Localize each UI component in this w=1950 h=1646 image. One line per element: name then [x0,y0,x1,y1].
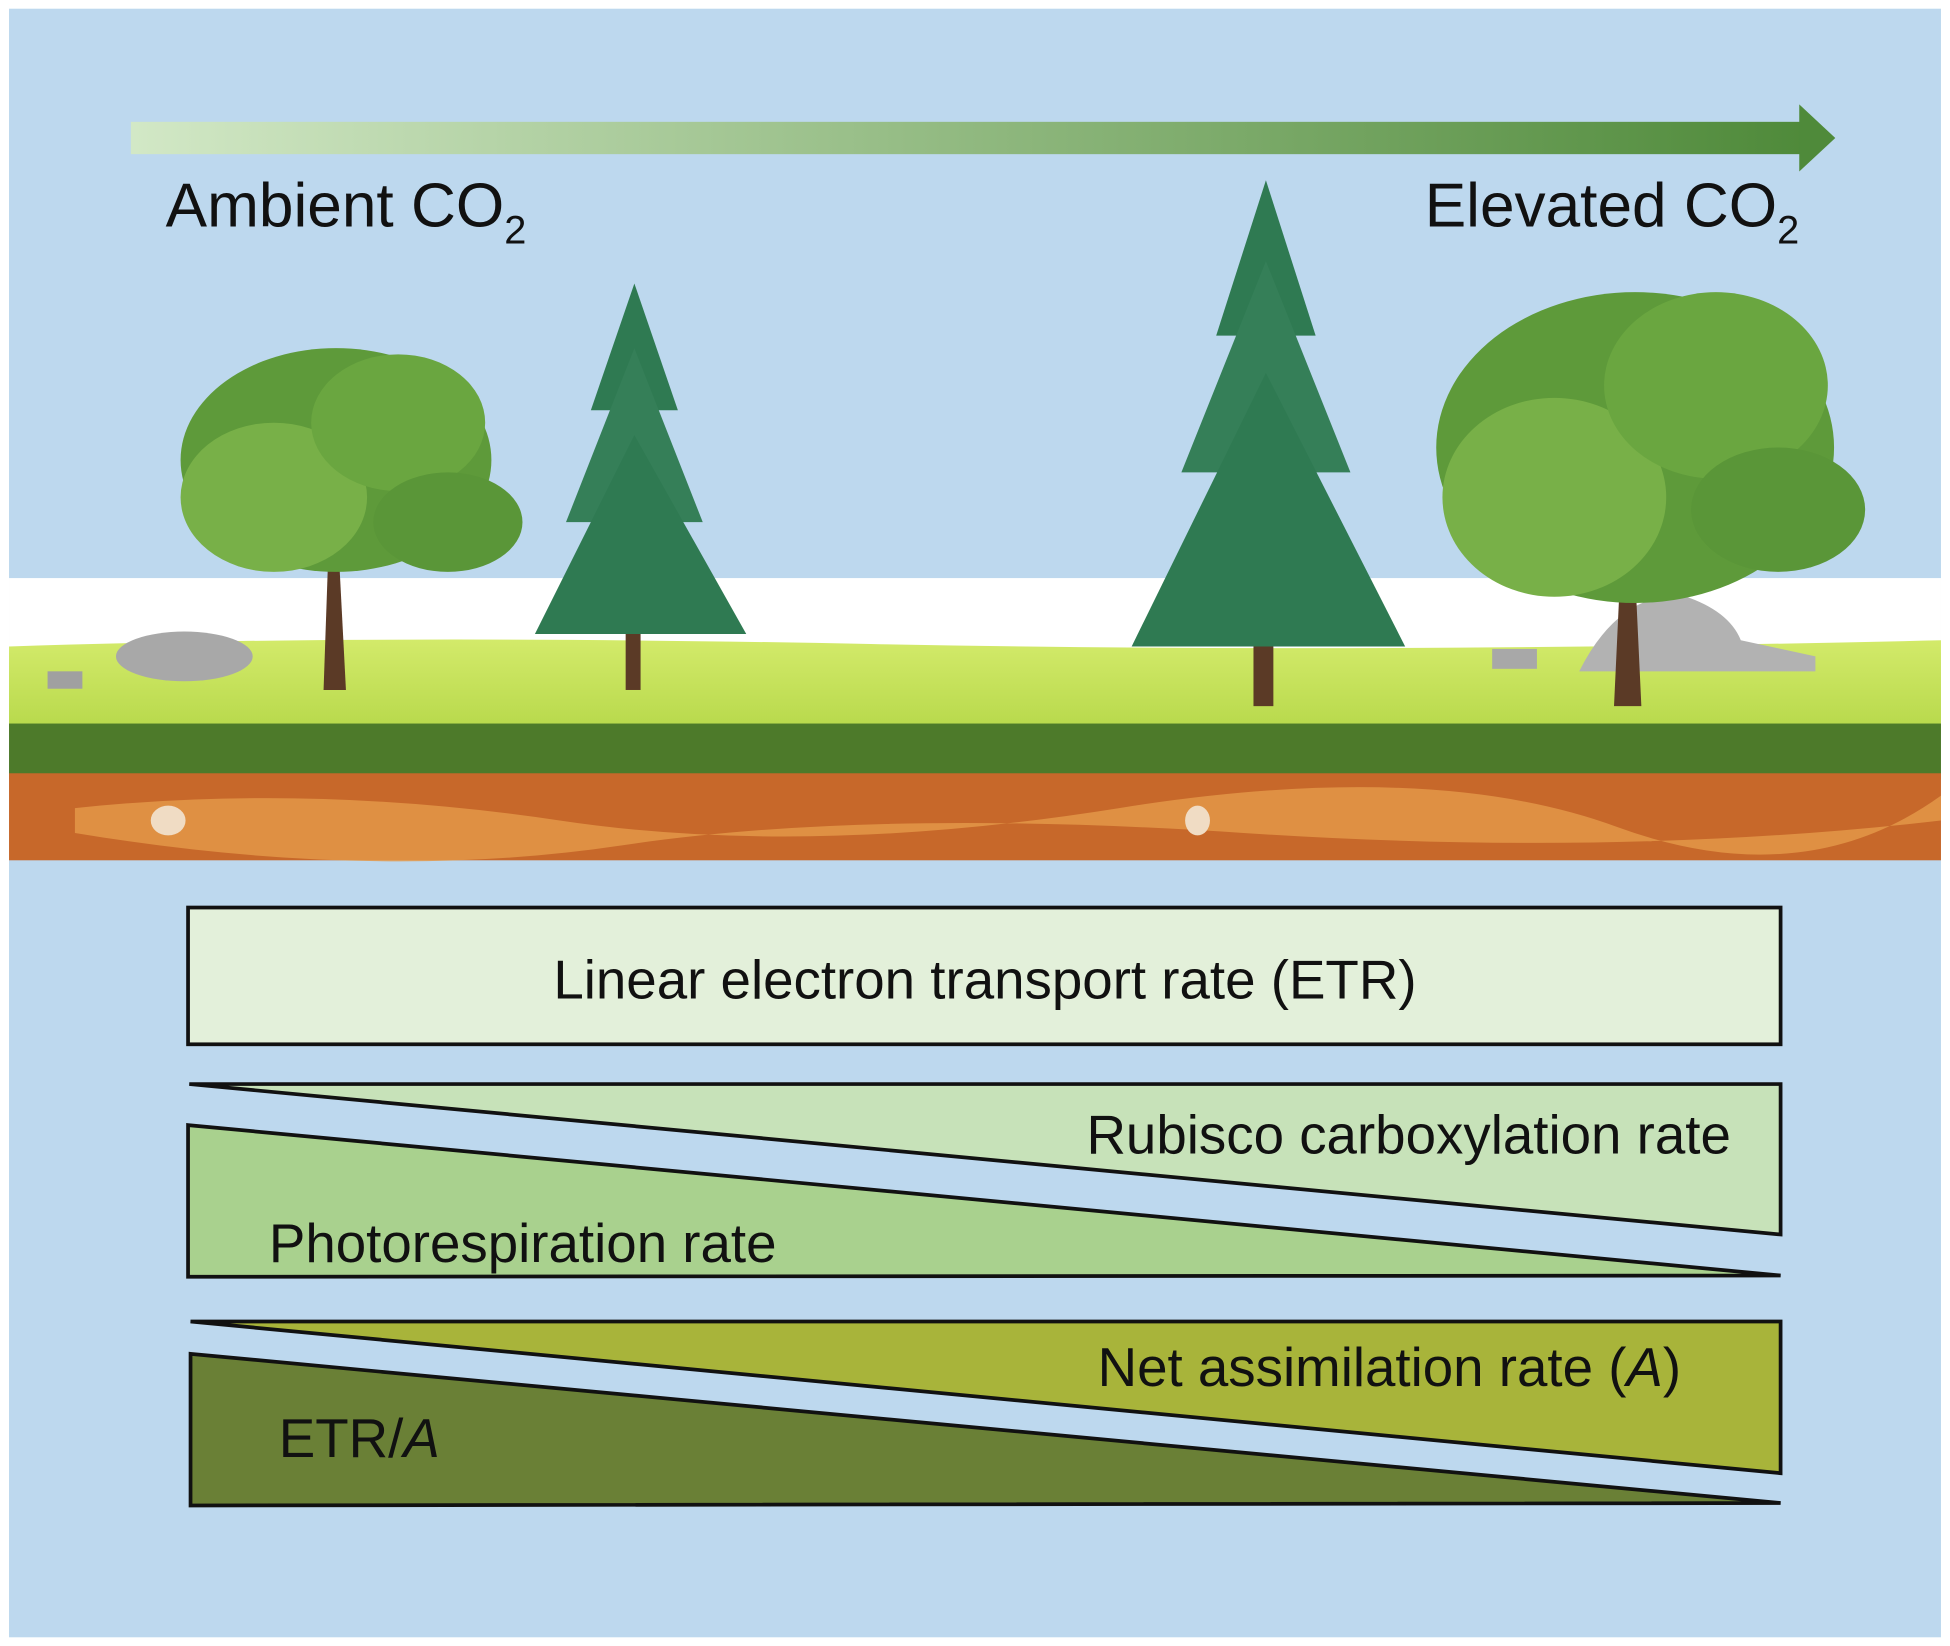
conifer-tree-elevated [1131,180,1406,707]
rubisco-bar-label: Rubisco carboxylation rate [1086,1104,1730,1166]
etr-bar-label: Linear electron transport rate (ETR) [553,948,1416,1010]
landscape [9,578,1941,862]
photorespiration-bar: Photorespiration rate [186,1123,1781,1279]
elevated-co2-label: Elevated CO2 [1425,171,1800,252]
rock [115,631,253,682]
conifer-tree-ambient [534,283,747,690]
rock [1492,648,1537,669]
net-assimilation-bar-label: Net assimilation rate (A) [1098,1336,1682,1398]
etr-over-a-bar: ETR/A [188,1351,1781,1508]
etr-bar: Linear electron transport rate (ETR) [186,905,1783,1047]
rubisco-bar: Rubisco carboxylation rate [189,1082,1783,1237]
deciduous-tree-elevated [1436,292,1866,707]
ambient-co2-label: Ambient CO2 [166,171,527,252]
pebble [150,805,186,836]
net-assimilation-bar: Net assimilation rate (A) [190,1319,1783,1476]
etr-over-a-bar-label: ETR/A [279,1407,440,1469]
rock [47,671,83,689]
photorespiration-bar-label: Photorespiration rate [269,1212,777,1274]
deciduous-tree-ambient [180,348,523,690]
co2-gradient-arrow [130,104,1836,172]
pebble [1185,805,1210,836]
